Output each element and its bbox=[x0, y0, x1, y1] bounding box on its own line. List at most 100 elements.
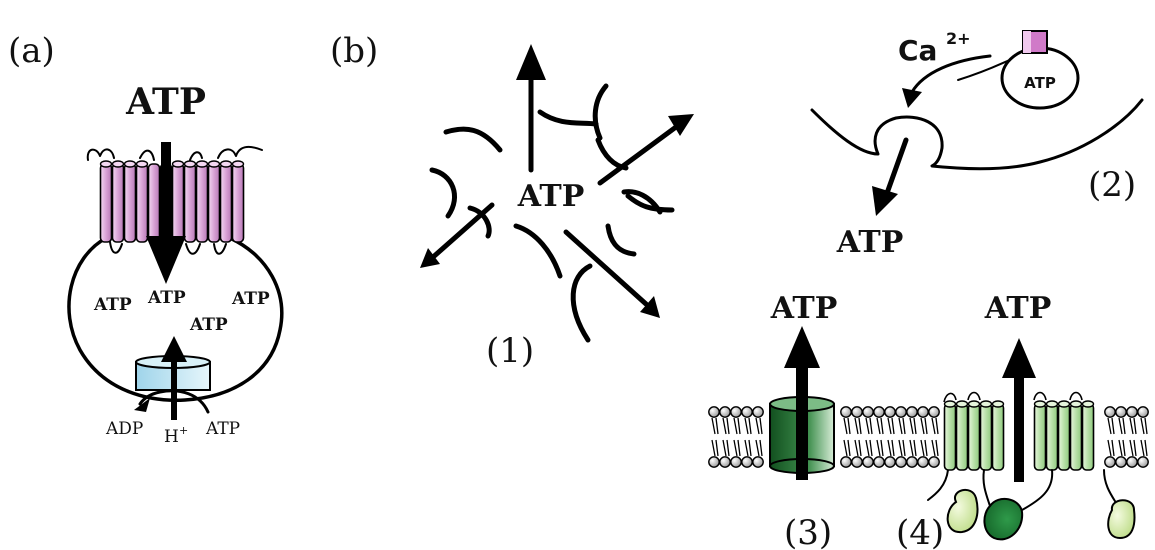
lipid-tail bbox=[1133, 439, 1137, 457]
lipid-head bbox=[873, 456, 885, 468]
helix-cap bbox=[207, 160, 221, 168]
pannexin-helix-cap bbox=[1081, 400, 1095, 408]
lipid-tail bbox=[1129, 439, 1134, 457]
exocytosis-pathway: Ca 2+ ATP ATP (2) bbox=[810, 29, 1144, 260]
lipid-tail bbox=[880, 439, 884, 457]
lipid-tail bbox=[722, 439, 727, 457]
lipid-head bbox=[1137, 406, 1149, 418]
pannexin-helix-cap bbox=[1069, 400, 1083, 408]
lipid-tail bbox=[1129, 417, 1134, 435]
calcium-charge: 2+ bbox=[946, 29, 971, 48]
lipid-tail bbox=[920, 439, 925, 457]
lipid-tail bbox=[759, 417, 763, 435]
pannexin-helix-cap bbox=[1045, 400, 1059, 408]
pannexin-helix-cap bbox=[967, 400, 981, 408]
granule-atp-label: ATP bbox=[1024, 74, 1056, 92]
lipid-tail bbox=[858, 417, 862, 435]
vnut-transporter bbox=[99, 160, 245, 243]
lipid-tail bbox=[913, 417, 917, 435]
adp-label: ADP bbox=[105, 419, 143, 439]
lipid-tail bbox=[865, 417, 870, 435]
pannexin-helix bbox=[1033, 403, 1047, 471]
lipid-tail bbox=[847, 439, 851, 457]
helix-cap bbox=[111, 160, 125, 168]
faint-trace bbox=[957, 59, 1011, 81]
lipid-tail bbox=[1107, 439, 1112, 457]
lipid-head bbox=[730, 456, 742, 468]
transmembrane-helix bbox=[123, 163, 137, 243]
pannexin-helix bbox=[967, 403, 981, 471]
arrow-downleft-head bbox=[420, 248, 440, 268]
panel-a: (a) ATP ATP ATP ATP ATP ADP H + bbox=[8, 31, 284, 447]
lipid-head bbox=[1115, 456, 1127, 468]
lipid-head bbox=[928, 456, 940, 468]
lipid-head bbox=[851, 406, 863, 418]
panel-b-label: (b) bbox=[330, 31, 378, 71]
lipid-tail bbox=[1144, 439, 1148, 457]
transmembrane-helix bbox=[231, 163, 245, 243]
pannexin-helix bbox=[1081, 403, 1095, 471]
lipid-tail bbox=[869, 439, 873, 457]
lipid-tail bbox=[854, 417, 859, 435]
arrow-upright bbox=[597, 124, 679, 186]
pannexin-helix-cap bbox=[1033, 400, 1047, 408]
vesicle-atp-2: ATP bbox=[147, 288, 186, 308]
lipid-tail bbox=[843, 417, 848, 435]
lipid-head bbox=[1115, 406, 1127, 418]
lipid-tail bbox=[935, 417, 939, 435]
lipid-tail bbox=[843, 439, 848, 457]
lipid-tail bbox=[1107, 417, 1112, 435]
transmembrane-helix bbox=[99, 163, 113, 243]
lipid-tail bbox=[733, 417, 738, 435]
atp-substrate-label: ATP bbox=[205, 419, 240, 439]
cytoplasmic-domains bbox=[946, 469, 1136, 541]
lipid-head bbox=[928, 406, 940, 418]
lipid-head bbox=[917, 456, 929, 468]
channel-arrow bbox=[784, 326, 820, 480]
lipid-tail bbox=[887, 439, 892, 457]
lipid-tail bbox=[1140, 439, 1145, 457]
lipid-tail bbox=[902, 417, 906, 435]
transmembrane-helix bbox=[207, 163, 221, 243]
helix-cap bbox=[171, 160, 185, 168]
lipid-tail bbox=[854, 439, 859, 457]
transporter-loops bbox=[86, 145, 263, 161]
arrow-upright-head bbox=[668, 114, 694, 136]
lipid-tail bbox=[737, 417, 741, 435]
pannexin-helix-cap bbox=[943, 400, 957, 408]
helix-cap bbox=[135, 160, 149, 168]
lipid-tail bbox=[733, 439, 738, 457]
lipid-head bbox=[840, 406, 852, 418]
transmembrane-helix bbox=[219, 163, 233, 243]
panel-a-label: (a) bbox=[8, 31, 55, 71]
lipid-tail bbox=[924, 439, 928, 457]
lipid-head bbox=[708, 456, 720, 468]
release-arrow bbox=[883, 137, 909, 199]
calcium-label: Ca bbox=[898, 34, 937, 67]
lipid-tail bbox=[891, 439, 895, 457]
lipid-tail bbox=[1111, 417, 1115, 435]
lipid-tail bbox=[931, 417, 936, 435]
pannexin-helix bbox=[943, 403, 957, 471]
calcium-arrow bbox=[910, 54, 992, 94]
c-terminus-right bbox=[1103, 469, 1119, 507]
granule-tag-shine bbox=[1023, 31, 1031, 53]
proton-charge: + bbox=[179, 424, 188, 437]
lipid-head bbox=[906, 456, 918, 468]
pannexin-arrow bbox=[1002, 338, 1036, 482]
lipid-tail bbox=[744, 417, 749, 435]
lipid-tail bbox=[715, 417, 719, 435]
lipid-tail bbox=[737, 439, 741, 457]
lipid-tail bbox=[880, 417, 884, 435]
lipid-tail bbox=[1133, 417, 1137, 435]
vesicle-atp-1: ATP bbox=[93, 295, 132, 315]
lipid-tail bbox=[887, 417, 892, 435]
lipid-head bbox=[719, 456, 731, 468]
atp-uptake-arrow bbox=[146, 142, 186, 284]
lipid-head bbox=[895, 406, 907, 418]
transmembrane-helix bbox=[171, 163, 185, 243]
pannexin-atp-label: ATP bbox=[984, 291, 1052, 326]
channel-atp-label: ATP bbox=[770, 291, 838, 326]
pannexin-helix bbox=[979, 403, 993, 471]
